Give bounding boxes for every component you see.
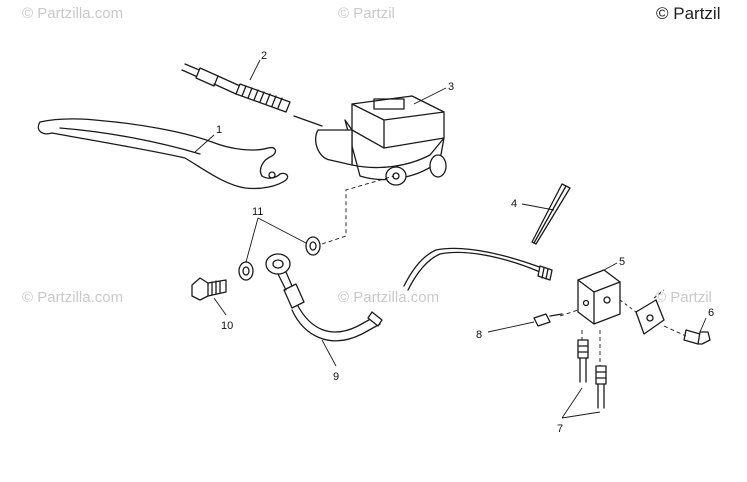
fitting-guide-line	[559, 309, 687, 366]
callout-4: 4	[511, 198, 517, 210]
assembly-guide-line	[321, 175, 395, 245]
master-cylinder	[293, 95, 447, 186]
leader-11	[245, 217, 307, 263]
washers	[238, 236, 321, 281]
callout-7: 7	[557, 423, 563, 435]
brake-lever	[37, 118, 289, 190]
callout-9: 9	[333, 371, 339, 383]
callout-2: 2	[261, 50, 267, 62]
leader-9	[321, 339, 337, 367]
watermark-mid-center: © Partzilla.com	[338, 289, 439, 306]
brake-hose	[265, 253, 383, 342]
leader-5	[603, 262, 618, 271]
callout-5: 5	[619, 256, 625, 268]
watermark-top-left: © Partzilla.com	[22, 5, 123, 22]
callout-11: 11	[252, 206, 263, 218]
callout-8: 8	[476, 329, 482, 341]
callout-10: 10	[221, 320, 233, 332]
leader-10	[213, 297, 227, 316]
brake-line	[403, 247, 553, 291]
watermark-mid-right: © Partzil	[655, 289, 712, 306]
brake-line-fittings	[577, 339, 607, 409]
leader-1	[194, 134, 215, 153]
callout-1: 1	[216, 124, 222, 136]
banjo-bolt	[191, 277, 227, 301]
junction-block	[577, 269, 621, 325]
bracket-plate	[619, 289, 665, 335]
copyright-label: © Partzil	[656, 4, 720, 23]
leader-6	[699, 317, 707, 333]
fitting	[533, 313, 563, 327]
mounting-bolt	[683, 329, 711, 345]
leader-7	[561, 387, 601, 419]
callout-6: 6	[708, 307, 714, 319]
push-rod-spring	[181, 63, 291, 113]
watermark-mid-left: © Partzilla.com	[22, 289, 123, 306]
leader-2	[249, 59, 261, 81]
leader-8	[487, 321, 535, 333]
cable-tie	[531, 183, 571, 245]
leader-4	[521, 203, 555, 211]
callout-3: 3	[448, 81, 454, 93]
watermark-top-center: © Partzil	[338, 5, 395, 22]
leader-3	[413, 87, 447, 105]
